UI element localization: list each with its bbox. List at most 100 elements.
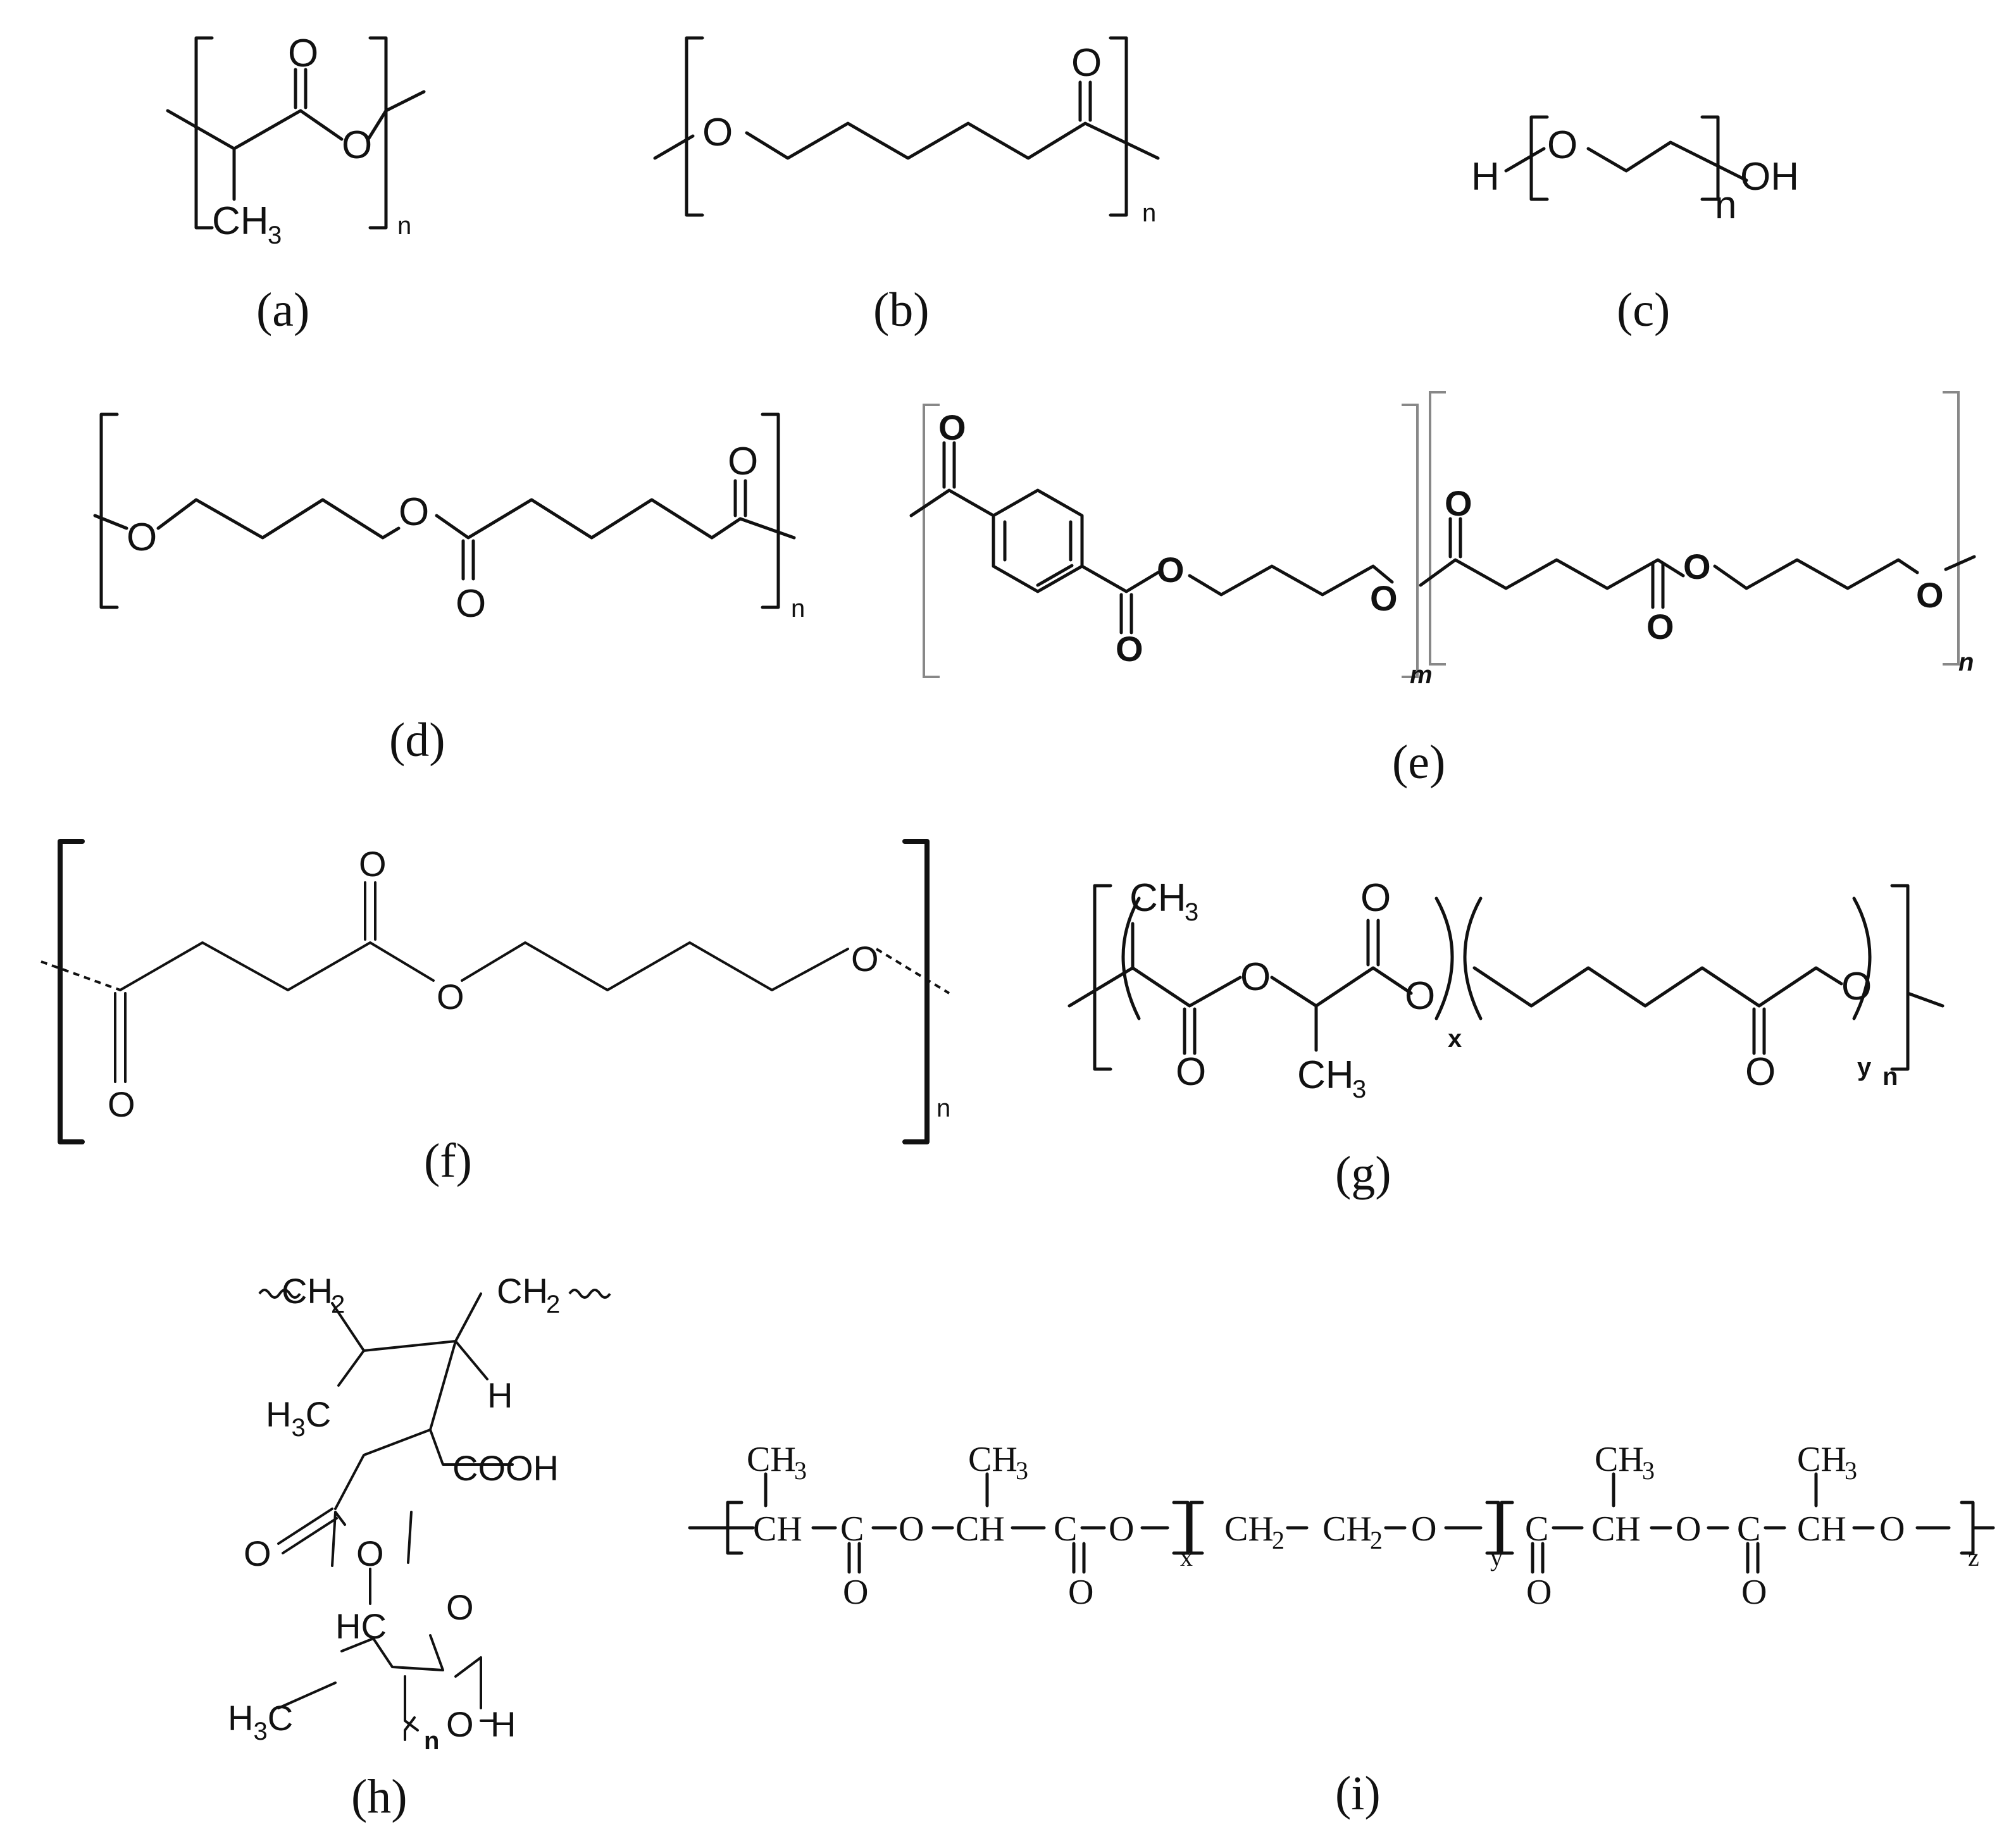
i-bracket-z-left bbox=[1500, 1501, 1514, 1555]
atom-o-7: O bbox=[1879, 1509, 1905, 1549]
atom-o2: O bbox=[1116, 629, 1143, 669]
benzene-ring bbox=[992, 488, 1084, 593]
atom-h: H bbox=[487, 1375, 513, 1415]
atom-ch3-sub: 3 bbox=[268, 221, 282, 249]
atom-o2: O bbox=[359, 844, 387, 884]
atom-ch3-2: CH bbox=[968, 1440, 1017, 1479]
atom-o: O bbox=[1547, 123, 1577, 167]
atom-ch3b: CH bbox=[1297, 1053, 1354, 1097]
atom-o6: O bbox=[1841, 965, 1872, 1008]
structure-d: O O O O n (d) bbox=[93, 412, 805, 767]
g-caprolactone bbox=[1472, 966, 1843, 1008]
repeat-n: n bbox=[1715, 183, 1736, 227]
label-b: (b) bbox=[873, 283, 930, 337]
atom-o3: O bbox=[437, 977, 464, 1017]
atom-h3c-b: H3C bbox=[228, 1698, 293, 1745]
h-carbonyl bbox=[277, 1508, 338, 1554]
atom-ch-4: CH bbox=[1797, 1509, 1846, 1549]
atom-cooh: COOH bbox=[452, 1448, 559, 1488]
atom-o5: O bbox=[1745, 1050, 1776, 1094]
atom-o3: O bbox=[1360, 876, 1391, 920]
atom-o-4: O bbox=[1068, 1573, 1093, 1612]
atom-o7: O bbox=[1683, 547, 1711, 586]
atom-o-5: O bbox=[1411, 1509, 1436, 1549]
atom-oh: OH bbox=[1740, 155, 1799, 199]
carbonyl-bond bbox=[1078, 80, 1092, 122]
atom-ch3-3-sub: 3 bbox=[1642, 1456, 1655, 1485]
i-bracket-x-right bbox=[1172, 1501, 1190, 1555]
carbonyl-bond-1 bbox=[461, 539, 475, 581]
backbone bbox=[1504, 140, 1748, 182]
structure-g: CH 3 O O O O CH 3 O O x y n (g) bbox=[1067, 876, 1944, 1200]
i-bracket-y-right bbox=[1485, 1501, 1500, 1555]
bracket-left bbox=[99, 412, 119, 609]
atom-h3c-a: H3C bbox=[266, 1394, 331, 1442]
bracket-left bbox=[685, 36, 704, 217]
repeat-z: z bbox=[1968, 1543, 1979, 1571]
atom-ch2-1-sub: 2 bbox=[1272, 1526, 1285, 1554]
paren-y-right bbox=[1852, 896, 1872, 1020]
atom-ch3a: CH bbox=[1129, 876, 1186, 920]
atom-ch-2: CH bbox=[955, 1509, 1005, 1549]
atom-o2: O bbox=[1176, 1050, 1206, 1094]
atom-ch2-1: CH bbox=[1224, 1509, 1274, 1549]
bracket-left bbox=[1529, 115, 1549, 201]
structure-a: O O CH 3 n (a) bbox=[166, 32, 426, 337]
atom-o3: O bbox=[456, 582, 486, 626]
paren-y-left bbox=[1463, 896, 1483, 1020]
i-bracket-y-left bbox=[1189, 1501, 1204, 1555]
bracket-left bbox=[194, 36, 214, 230]
atom-ch-3: CH bbox=[1591, 1509, 1641, 1549]
e-carbonyl-3 bbox=[1448, 517, 1462, 559]
atom-ch2b: CH bbox=[497, 1271, 548, 1311]
wavy-bond-left bbox=[258, 1289, 301, 1299]
label-e: (e) bbox=[1392, 736, 1445, 789]
atom-c-3: C bbox=[1525, 1509, 1548, 1549]
atom-h3c-a-sub: 3 bbox=[291, 1414, 305, 1442]
g-lactide bbox=[1067, 966, 1413, 1008]
end-bond-right bbox=[1906, 991, 1944, 1008]
carbonyl-bond bbox=[294, 68, 308, 109]
atom-ch3a-sub: 3 bbox=[1185, 898, 1198, 926]
bracket-right bbox=[761, 412, 780, 609]
i-methyl-bonds bbox=[764, 1472, 1818, 1508]
repeat-n: n bbox=[1882, 1063, 1898, 1091]
atom-o4: O bbox=[1405, 974, 1435, 1018]
atom-hc: HC bbox=[335, 1606, 387, 1646]
atom-ch2-2: CH bbox=[1322, 1509, 1372, 1549]
atom-o-ring: O bbox=[356, 1533, 384, 1573]
atom-o-dbl: O bbox=[244, 1533, 271, 1573]
h-graft bbox=[340, 1568, 482, 1731]
carbonyl-2 bbox=[1366, 919, 1380, 967]
atom-o-2: O bbox=[1109, 1509, 1134, 1549]
atom-h3c-b-h: H bbox=[228, 1698, 253, 1738]
atom-oh-o: O bbox=[446, 1704, 474, 1744]
structure-f: O O O O n (f) bbox=[40, 839, 950, 1187]
atom-o-ester: O bbox=[342, 123, 372, 167]
atom-h3c-a-h: H bbox=[266, 1394, 291, 1434]
paren-x-right bbox=[1434, 896, 1454, 1020]
ester-bond bbox=[366, 109, 388, 141]
carbonyl-bond-1 bbox=[114, 992, 127, 1083]
wavy-bond-right bbox=[568, 1289, 611, 1299]
e-butyl-2 bbox=[1713, 555, 1976, 590]
h-inner-bracket bbox=[331, 1511, 413, 1567]
atom-h3c-b-sub: 3 bbox=[253, 1718, 267, 1745]
e-carbonyl-1 bbox=[942, 441, 956, 489]
bracket-right bbox=[902, 839, 930, 1144]
repeat-n: n bbox=[397, 212, 411, 240]
atom-ch3-2-sub: 3 bbox=[1016, 1456, 1028, 1485]
atom-o1: O bbox=[108, 1084, 135, 1124]
structure-b: O O n (b) bbox=[653, 36, 1160, 337]
atom-o-carbonyl: O bbox=[1071, 41, 1102, 85]
atom-ch2a: CH bbox=[282, 1271, 333, 1311]
e-left-end bbox=[909, 488, 995, 517]
atom-o-3: O bbox=[843, 1573, 868, 1612]
atom-ch-1: CH bbox=[753, 1509, 802, 1549]
atom-o-c: O bbox=[446, 1587, 474, 1627]
e-butyl-1 bbox=[1188, 564, 1394, 597]
backbone bbox=[93, 498, 796, 540]
bracket-left bbox=[1093, 884, 1112, 1071]
repeat-n: n bbox=[1142, 199, 1156, 227]
repeat-n: n bbox=[791, 595, 805, 623]
